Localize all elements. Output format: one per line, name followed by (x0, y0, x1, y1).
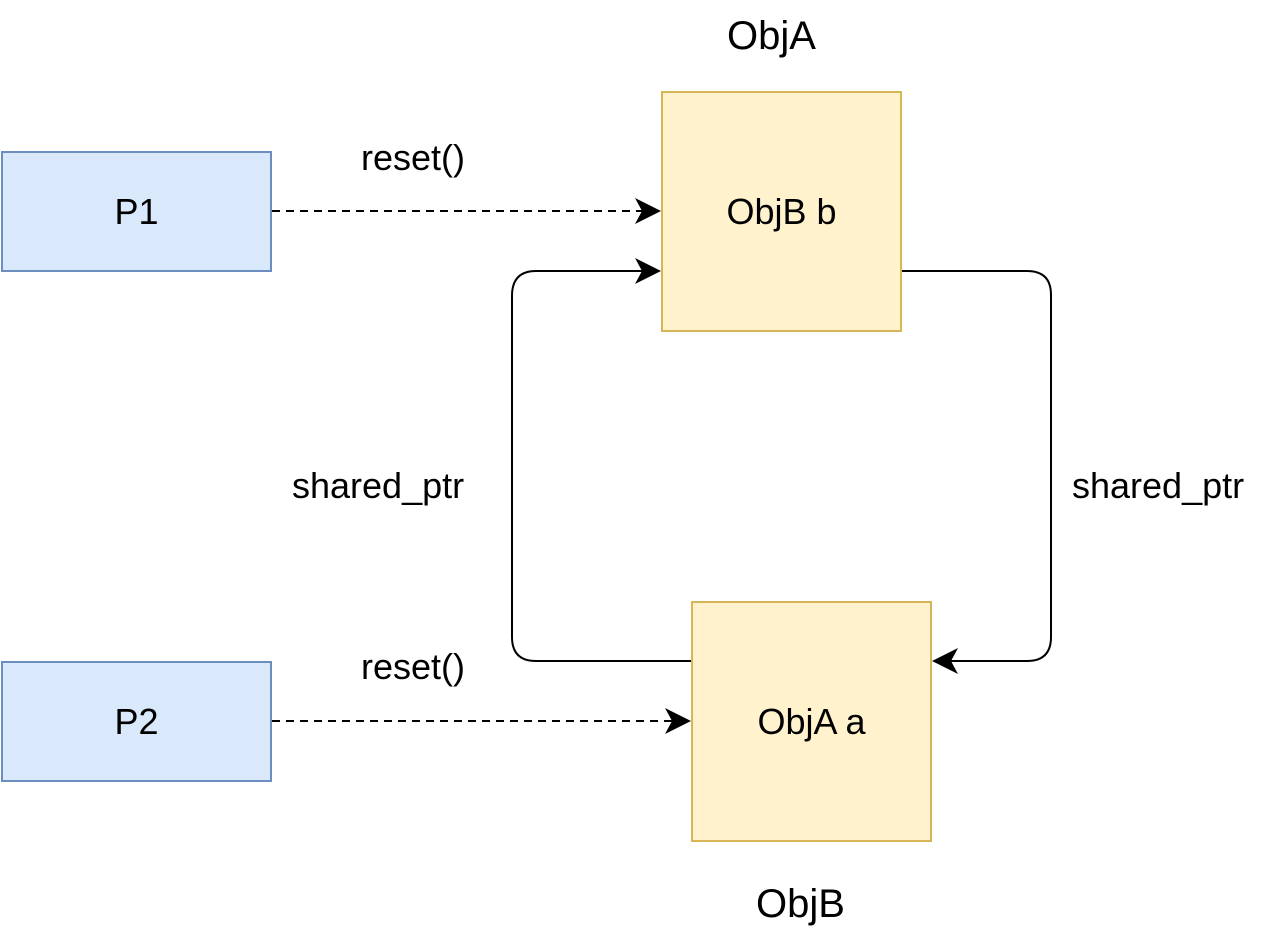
node-p1-label: P1 (114, 190, 159, 232)
title-objb: ObjB (756, 882, 845, 926)
node-obja-a[interactable]: ObjA a (691, 601, 932, 842)
node-objb-b-label: ObjB b (726, 190, 837, 232)
edge-label-reset-p2: reset() (361, 646, 466, 687)
title-obja: ObjA (727, 14, 816, 58)
edge-label-shared-ptr-left: shared_ptr (292, 465, 465, 506)
edge-objb-b-to-obja-a (902, 270, 1052, 662)
arrowhead-p1-to-objb-b (635, 198, 661, 224)
node-p2-label: P2 (114, 700, 159, 742)
node-p2[interactable]: P2 (1, 661, 272, 782)
node-obja-a-label: ObjA a (757, 700, 866, 742)
arrowhead-obja-a-to-objb-b (635, 258, 661, 284)
arrowhead-p2-to-obja-a (665, 708, 691, 734)
node-p1[interactable]: P1 (1, 151, 272, 272)
edge-obja-a-to-objb-b (511, 270, 691, 662)
edge-label-reset-p1: reset() (361, 137, 466, 178)
arrowhead-objb-b-to-obja-a (932, 648, 958, 674)
edge-label-shared-ptr-right: shared_ptr (1072, 465, 1245, 506)
node-objb-b[interactable]: ObjB b (661, 91, 902, 332)
